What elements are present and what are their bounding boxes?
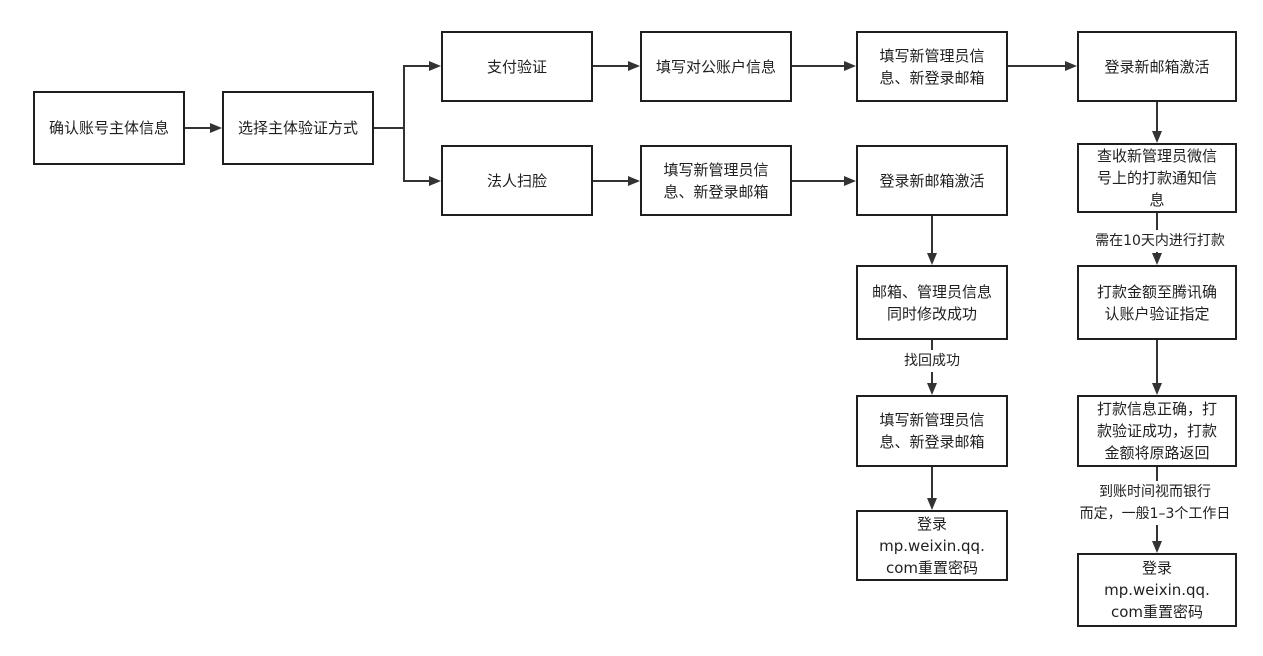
edge-label-line: 到账时间视而银行 (1098, 484, 1211, 500)
node-payment-verification: 支付验证 (441, 31, 593, 102)
node-label-line: 查收新管理员微信 (1096, 147, 1217, 165)
node-fill-corporate-account: 填写对公账户信息 (640, 31, 792, 102)
node-label-line: 支付验证 (486, 57, 547, 76)
node-label-line: 息 (1149, 191, 1165, 209)
node-label-line: 认账户验证指定 (1104, 304, 1210, 323)
node-label-line: 息、新登录邮箱 (879, 433, 985, 451)
node-label-line: 同时修改成功 (886, 304, 977, 323)
node-label-line: 金额将原路返回 (1104, 444, 1210, 462)
node-label-line: mp.weixin.qq. (879, 536, 985, 555)
node-label-line: 息、新登录邮箱 (879, 68, 985, 87)
node-label-line: 登录新邮箱激活 (879, 171, 985, 190)
node-fill-admin-email-face: 填写新管理员信 息、新登录邮箱 (640, 145, 792, 216)
node-select-verification-method: 选择主体验证方式 (222, 91, 374, 165)
node-label-line: 打款金额至腾讯确 (1096, 282, 1217, 301)
node-fill-admin-email-recover: 填写新管理员信 息、新登录邮箱 (856, 395, 1008, 467)
node-activate-email-face: 登录新邮箱激活 (856, 145, 1008, 216)
node-legal-person-face-scan: 法人扫脸 (441, 145, 593, 216)
edge-label-arrival-time: 到账时间视而银行 而定，一般1–3个工作日 (1077, 481, 1233, 525)
node-label-line: 填写新管理员信 (663, 160, 769, 179)
edge-label-recovered: 找回成功 (902, 350, 962, 372)
node-label-line: 邮箱、管理员信息 (871, 282, 992, 301)
node-info-modified: 邮箱、管理员信息 同时修改成功 (856, 265, 1008, 340)
node-label-line: 填写对公账户信息 (655, 57, 776, 76)
node-label-line: 法人扫脸 (486, 171, 547, 190)
node-reset-password-pay: 登录 mp.weixin.qq. com重置密码 (1077, 553, 1237, 627)
node-label-line: 号上的打款通知信 (1096, 169, 1217, 187)
edge-label-pay-deadline: 需在10天内进行打款 (1093, 230, 1227, 252)
edge-label-line: 而定，一般1–3个工作日 (1079, 506, 1231, 522)
node-label-line: mp.weixin.qq. (1104, 581, 1210, 599)
node-label-line: com重置密码 (885, 558, 979, 577)
arrow-select-to-payment (374, 61, 441, 129)
node-label-line: 选择主体验证方式 (237, 119, 358, 137)
node-check-wechat-notice: 查收新管理员微信 号上的打款通知信 息 (1077, 143, 1237, 213)
node-label-line: 登录 (916, 514, 947, 533)
node-label-line: 款验证成功，打款 (1096, 422, 1217, 440)
node-reset-password-face: 登录 mp.weixin.qq. com重置密码 (856, 510, 1008, 581)
arrow-select-to-face-scan (403, 128, 441, 186)
node-transfer-to-tencent: 打款金额至腾讯确 认账户验证指定 (1077, 265, 1237, 340)
node-label-line: com重置密码 (1110, 603, 1204, 621)
edge-label-line: 需在10天内进行打款 (1095, 233, 1225, 249)
node-label-line: 登录新邮箱激活 (1104, 57, 1210, 76)
edge-label-line: 找回成功 (904, 353, 960, 369)
node-label-line: 确认账号主体信息 (48, 119, 169, 137)
node-label-line: 打款信息正确，打 (1096, 400, 1217, 418)
node-label-line: 填写新管理员信 (879, 411, 985, 429)
node-fill-admin-email-pay: 填写新管理员信 息、新登录邮箱 (856, 31, 1008, 102)
node-transfer-verified: 打款信息正确，打 款验证成功，打款 金额将原路返回 (1077, 395, 1237, 467)
node-label-line: 登录 (1141, 559, 1172, 577)
node-label-line: 息、新登录邮箱 (663, 182, 769, 201)
node-confirm-account-info: 确认账号主体信息 (33, 91, 185, 165)
node-activate-email-pay: 登录新邮箱激活 (1077, 31, 1237, 102)
node-label-line: 填写新管理员信 (879, 46, 985, 65)
